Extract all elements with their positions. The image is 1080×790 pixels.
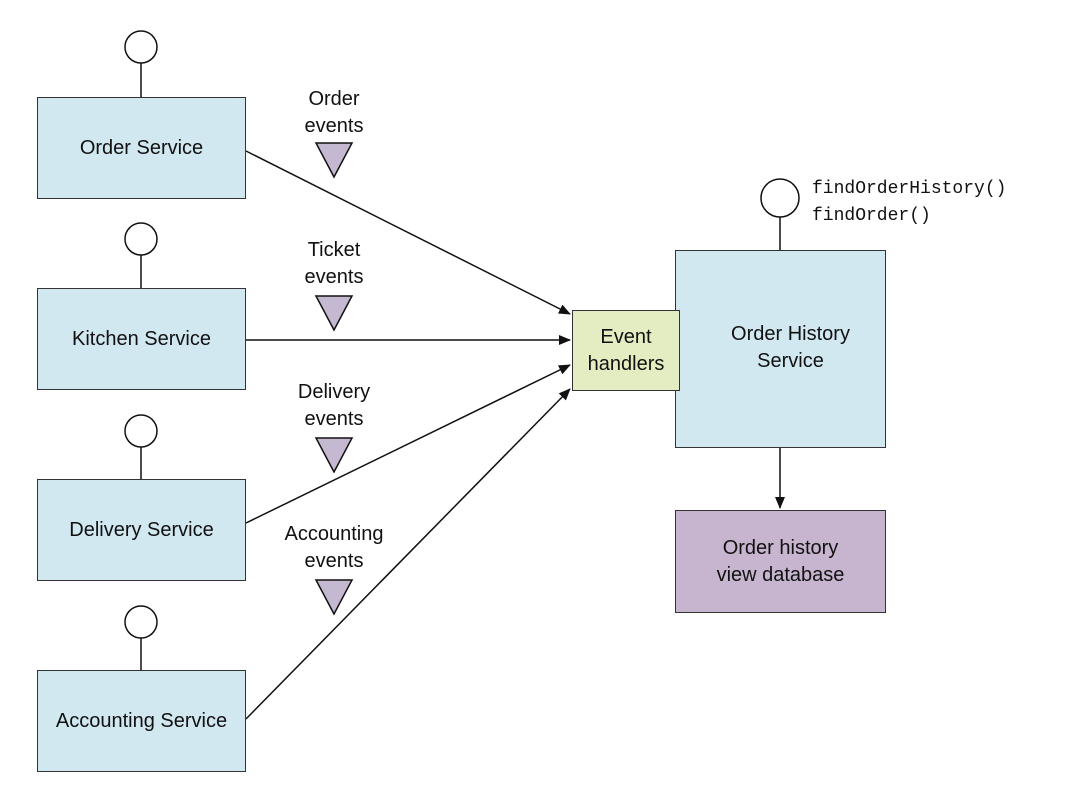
- accounting-service-label: Accounting Service: [55, 709, 228, 732]
- event-handlers-box: Event handlers: [572, 310, 680, 391]
- order-history-database-box: Order history view database: [675, 510, 886, 613]
- ticket-events-triangle: [314, 295, 354, 332]
- delivery-service-label: Delivery Service: [69, 518, 214, 541]
- delivery-events-arrow: [245, 364, 571, 524]
- api-operation-find-order-history: findOrderHistory(): [812, 179, 1007, 199]
- kitchen-service-interface: [124, 222, 158, 288]
- order-service-interface: [124, 30, 158, 97]
- delivery-service-box: Delivery Service: [37, 479, 246, 581]
- order-service-label: Order Service: [79, 136, 204, 159]
- accounting-events-arrow: [245, 388, 571, 720]
- accounting-events-label: Accounting events: [284, 523, 384, 572]
- order-history-service-label: Order History Service: [731, 323, 850, 372]
- accounting-events-triangle: [314, 579, 354, 616]
- order-history-database-label: Order history view database: [716, 536, 845, 586]
- order-service-box: Order Service: [37, 97, 246, 199]
- delivery-service-interface: [124, 414, 158, 479]
- accounting-service-box: Accounting Service: [37, 670, 246, 772]
- api-operation-find-order: findOrder(): [812, 206, 931, 226]
- order-history-service-box: Order History Service: [675, 250, 886, 448]
- kitchen-service-label: Kitchen Service: [72, 327, 211, 350]
- order-events-triangle: [314, 142, 354, 179]
- delivery-events-triangle: [314, 437, 354, 474]
- accounting-service-interface: [124, 605, 158, 670]
- order-events-arrow: [245, 150, 571, 315]
- order-history-interface: [760, 178, 800, 250]
- kitchen-service-box: Kitchen Service: [37, 288, 246, 390]
- ticket-events-label: Ticket events: [304, 239, 364, 288]
- event-handlers-label: Event handlers: [587, 325, 665, 375]
- delivery-events-label: Delivery events: [297, 381, 371, 430]
- order-events-label: Order events: [304, 88, 364, 137]
